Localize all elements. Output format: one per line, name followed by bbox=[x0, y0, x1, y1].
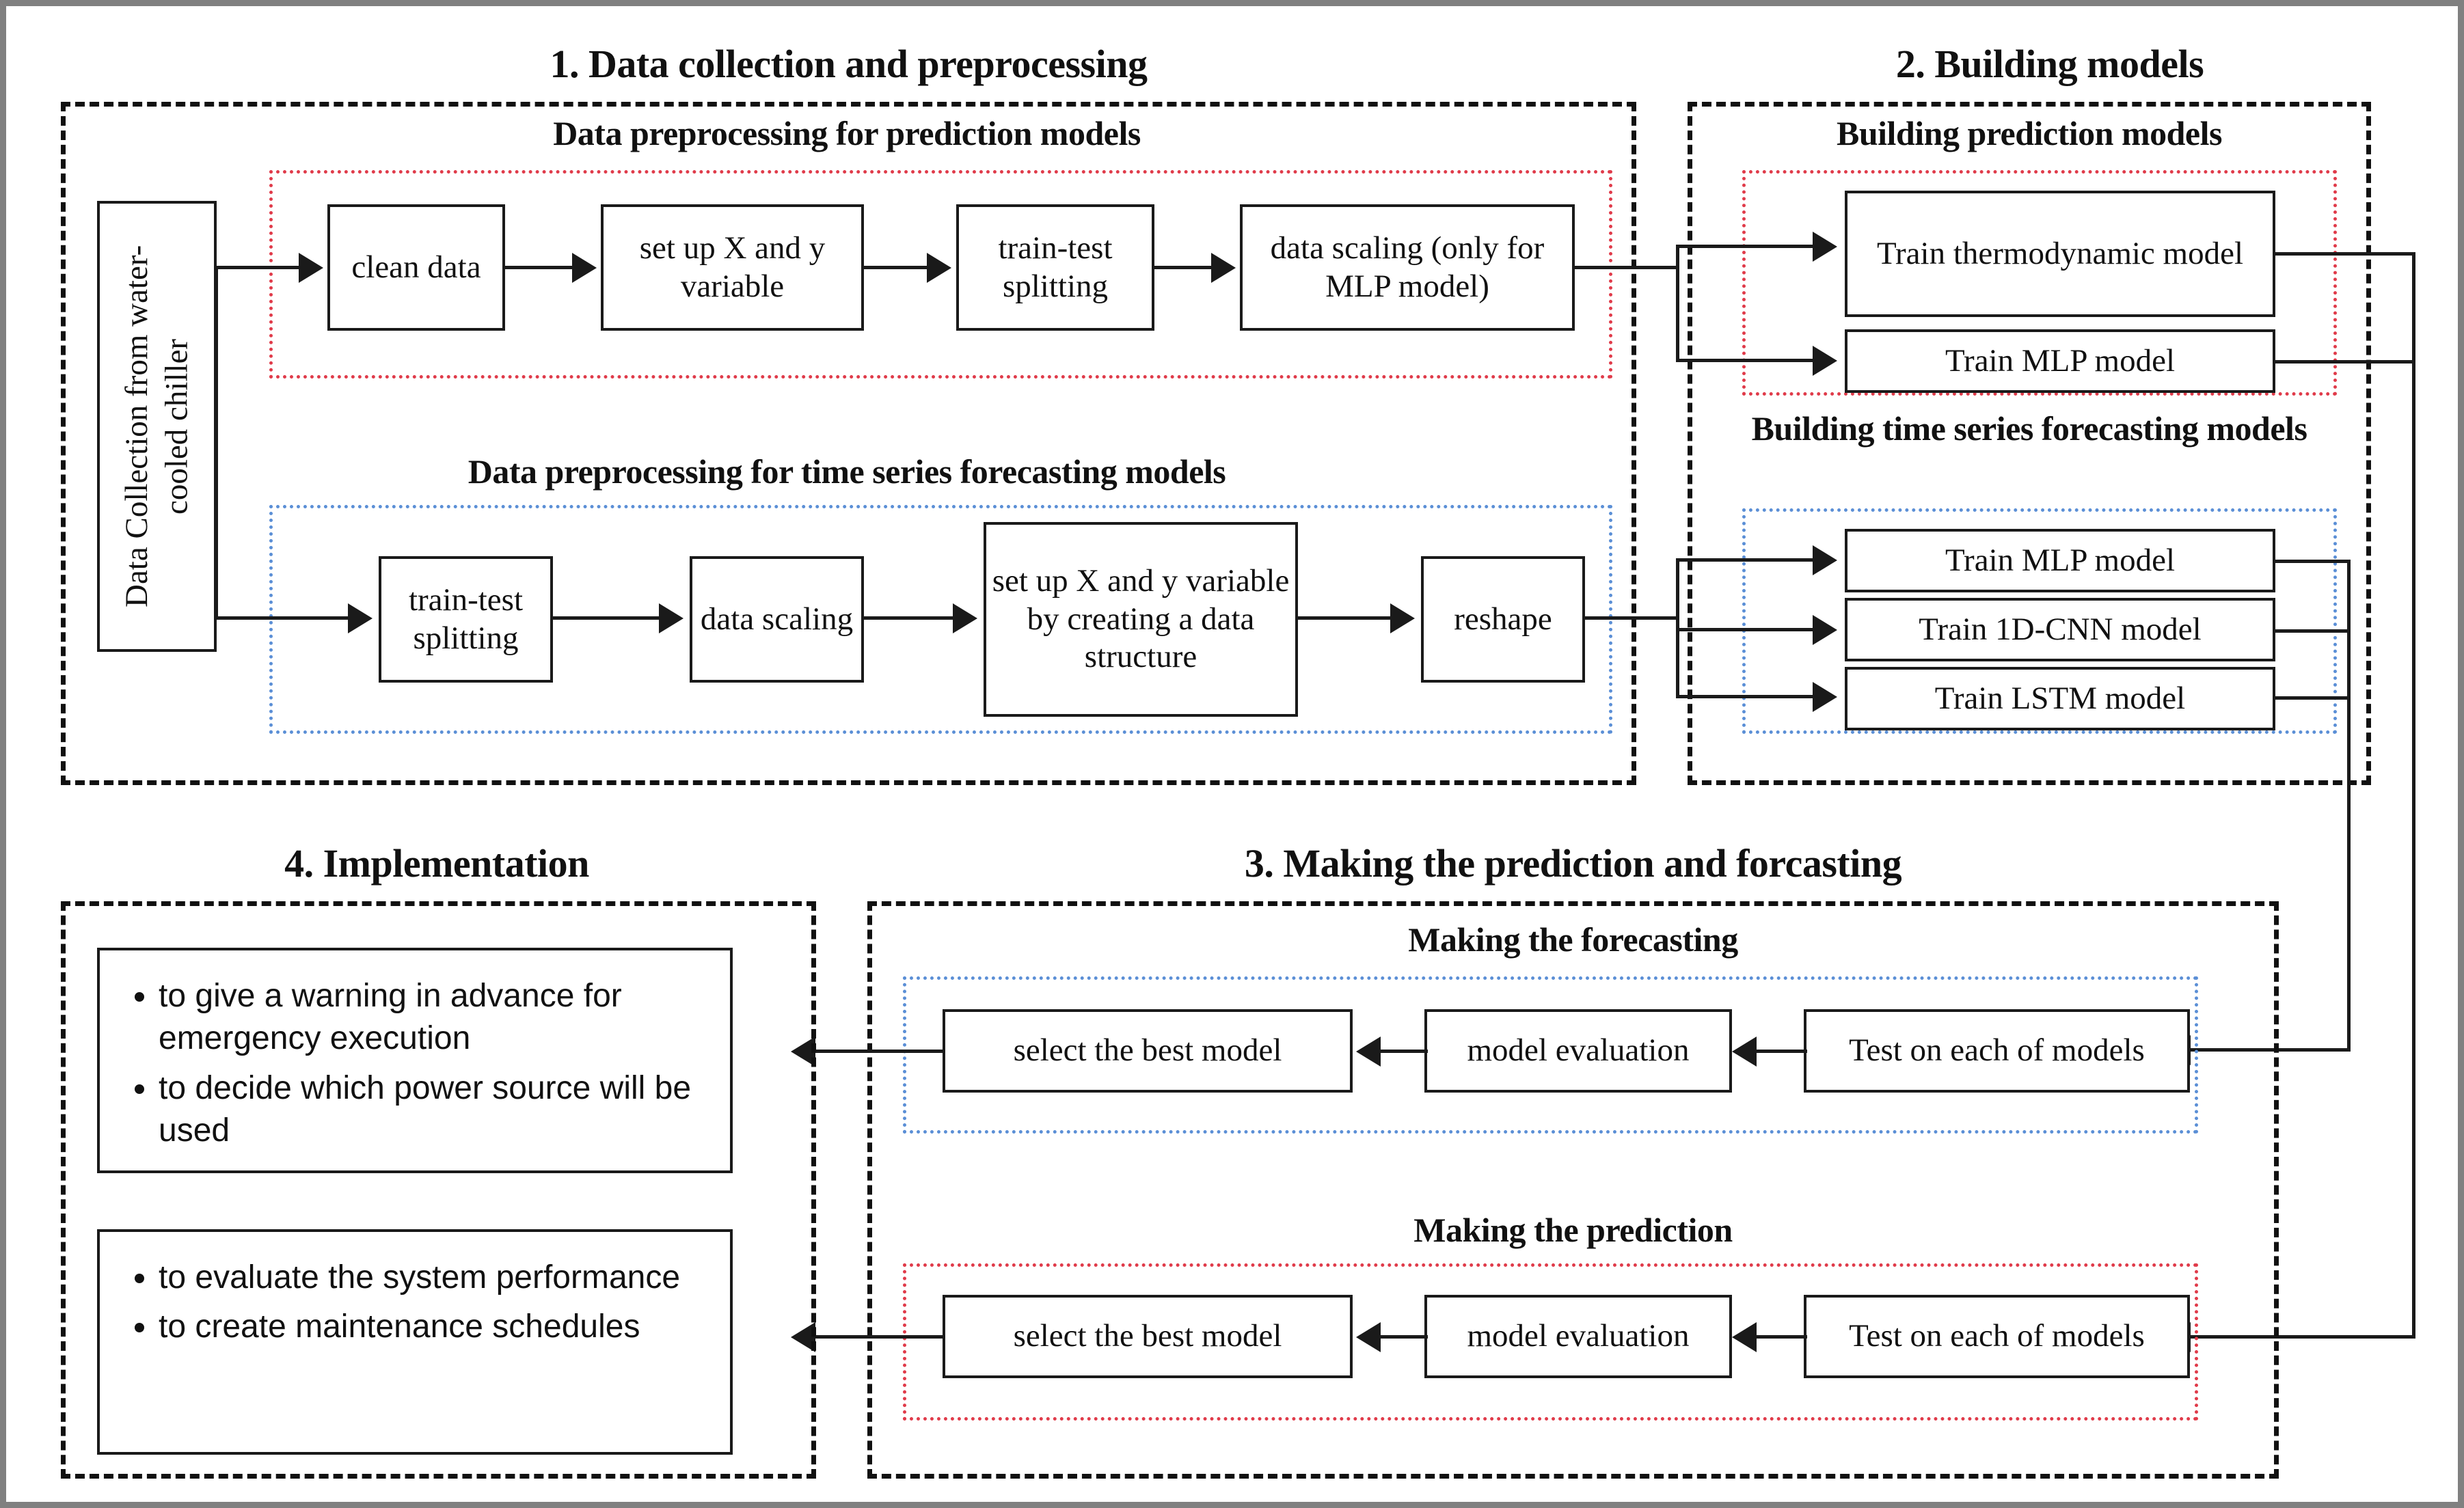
arrowhead-to-clean-data bbox=[299, 253, 323, 283]
implementation-top-list: to give a warning in advance for emergen… bbox=[120, 975, 715, 1153]
model-train-thermodynamic: Train thermodynamic model bbox=[1845, 191, 2275, 317]
arrowhead-forecast-to-eval bbox=[1732, 1037, 1757, 1067]
forecast-test-on-each-model: Test on each of models bbox=[1804, 1009, 2190, 1093]
splitter-prediction-v bbox=[1676, 245, 1679, 362]
list-item: to evaluate the system performance bbox=[159, 1257, 715, 1299]
subtitle-making-prediction: Making the prediction bbox=[1413, 1211, 1733, 1249]
step-train-test-splitting: train-test splitting bbox=[956, 204, 1154, 331]
arrowhead-to-ts-scaling bbox=[659, 603, 683, 633]
group-prediction-preprocessing bbox=[269, 170, 1612, 379]
subtitle-prep-timeseries: Data preprocessing for time series forec… bbox=[468, 452, 1226, 491]
connector-source-to-clean bbox=[260, 266, 300, 269]
implementation-bottom-list: to evaluate the system performance to cr… bbox=[120, 1257, 715, 1349]
return-prediction-into-row bbox=[2190, 1335, 2415, 1339]
forecast-model-evaluation: model evaluation bbox=[1424, 1009, 1732, 1093]
return-lstm-h bbox=[2274, 696, 2351, 700]
section-2-title: 2. Building models bbox=[1895, 42, 2204, 86]
section-2-container bbox=[1688, 102, 2371, 785]
connector-prediction-to-implementation bbox=[815, 1335, 945, 1339]
section-4-title: 4. Implementation bbox=[284, 841, 589, 886]
source-box-data-collection: Data Collection from water-cooled chille… bbox=[97, 201, 217, 652]
prediction-model-evaluation: model evaluation bbox=[1424, 1295, 1732, 1378]
arrowhead-prediction-to-select bbox=[1356, 1322, 1381, 1352]
splitter-prediction-top-h bbox=[1676, 245, 1813, 248]
arrowhead-to-reshape bbox=[1390, 603, 1415, 633]
section-1-container bbox=[61, 102, 1636, 785]
arrowhead-to-ts-structure bbox=[953, 603, 977, 633]
list-item: to decide which power source will be use… bbox=[159, 1067, 715, 1153]
splitter-ts-2-h bbox=[1676, 628, 1813, 631]
prediction-test-on-each-model: Test on each of models bbox=[1804, 1295, 2190, 1378]
group-prediction-models bbox=[1742, 170, 2337, 396]
return-thermo-h bbox=[2274, 252, 2415, 256]
group-making-prediction bbox=[903, 1263, 2198, 1421]
connector-source-top-h bbox=[215, 266, 264, 269]
connector-split-to-scaling bbox=[1154, 266, 1211, 269]
step-data-scaling-mlp: data scaling (only for MLP model) bbox=[1240, 204, 1575, 331]
list-item: to create maintenance schedules bbox=[159, 1306, 715, 1348]
connector-reshape-to-splitter bbox=[1585, 616, 1677, 620]
model-train-mlp-timeseries: Train MLP model bbox=[1845, 529, 2275, 592]
connector-prediction-test-to-eval bbox=[1756, 1335, 1807, 1339]
splitter-ts-3-h bbox=[1676, 695, 1813, 698]
arrowhead-to-lstm bbox=[1813, 682, 1837, 712]
connector-tsscaling-to-structure bbox=[864, 616, 953, 620]
arrowhead-to-1dcnn bbox=[1813, 615, 1837, 645]
connector-source-bottom-v bbox=[215, 266, 218, 620]
splitter-prediction-bottom-h bbox=[1676, 359, 1813, 362]
section-1-title: 1. Data collection and preprocessing bbox=[550, 42, 1148, 86]
forecast-select-best-model: select the best model bbox=[943, 1009, 1353, 1093]
subtitle-making-forecasting: Making the forecasting bbox=[1408, 920, 1738, 959]
arrowhead-forecast-to-select bbox=[1356, 1037, 1381, 1067]
connector-structure-to-reshape bbox=[1298, 616, 1390, 620]
model-train-1dcnn: Train 1D-CNN model bbox=[1845, 598, 2275, 661]
return-1dcnn-h bbox=[2274, 629, 2351, 633]
implementation-card-bottom: to evaluate the system performance to cr… bbox=[97, 1229, 733, 1455]
model-train-mlp-prediction: Train MLP model bbox=[1845, 329, 2275, 393]
connector-prediction-eval-to-select bbox=[1380, 1335, 1428, 1339]
step-ts-reshape: reshape bbox=[1421, 556, 1585, 683]
connector-forecast-test-to-eval bbox=[1756, 1050, 1807, 1053]
connector-source-bottom-h bbox=[215, 616, 348, 620]
connector-forecast-eval-to-select bbox=[1380, 1050, 1428, 1053]
subtitle-build-timeseries: Building time series forecasting models bbox=[1751, 409, 2307, 448]
return-mlp-pred-h bbox=[2274, 360, 2415, 364]
section-3-title: 3. Making the prediction and forcasting bbox=[1244, 841, 1902, 886]
return-timeseries-v bbox=[2347, 560, 2351, 1052]
subtitle-build-prediction: Building prediction models bbox=[1837, 114, 2222, 152]
arrowhead-to-setup-xy bbox=[572, 253, 597, 283]
arrowhead-to-thermodynamic bbox=[1813, 232, 1837, 262]
step-ts-train-test-splitting: train-test splitting bbox=[379, 556, 553, 683]
return-mlp-ts-h bbox=[2274, 560, 2351, 563]
model-train-lstm: Train LSTM model bbox=[1845, 667, 2275, 730]
section-4-container bbox=[61, 901, 816, 1479]
arrowhead-prediction-to-eval bbox=[1732, 1322, 1757, 1352]
connector-forecast-to-implementation bbox=[815, 1050, 945, 1053]
group-making-forecasting bbox=[903, 976, 2198, 1134]
step-ts-data-scaling: data scaling bbox=[690, 556, 864, 683]
return-timeseries-into-row bbox=[2190, 1048, 2351, 1052]
arrowhead-to-mlp-timeseries bbox=[1813, 545, 1837, 575]
connector-clean-to-setup bbox=[505, 266, 572, 269]
prediction-select-best-model: select the best model bbox=[943, 1295, 1353, 1378]
group-timeseries-models bbox=[1742, 508, 2337, 734]
splitter-ts-1-h bbox=[1676, 558, 1813, 562]
arrowhead-to-train-test-split bbox=[927, 253, 951, 283]
connector-tssplit-to-scaling bbox=[553, 616, 659, 620]
implementation-card-top: to give a warning in advance for emergen… bbox=[97, 948, 733, 1173]
list-item: to give a warning in advance for emergen… bbox=[159, 975, 715, 1060]
step-clean-data: clean data bbox=[327, 204, 505, 331]
arrowhead-to-mlp-prediction bbox=[1813, 346, 1837, 376]
arrowhead-to-data-scaling bbox=[1211, 253, 1236, 283]
section-3-container bbox=[867, 901, 2279, 1479]
step-setup-xy-variable: set up X and y variable bbox=[601, 204, 864, 331]
arrowhead-to-ts-split bbox=[348, 603, 373, 633]
step-ts-setup-xy-structure: set up X and y variable by creating a da… bbox=[984, 522, 1298, 717]
return-prediction-v bbox=[2412, 252, 2415, 1339]
connector-setup-to-split bbox=[864, 266, 927, 269]
connector-scaling-to-splitter bbox=[1575, 266, 1677, 269]
subtitle-prep-prediction: Data preprocessing for prediction models bbox=[553, 114, 1141, 152]
